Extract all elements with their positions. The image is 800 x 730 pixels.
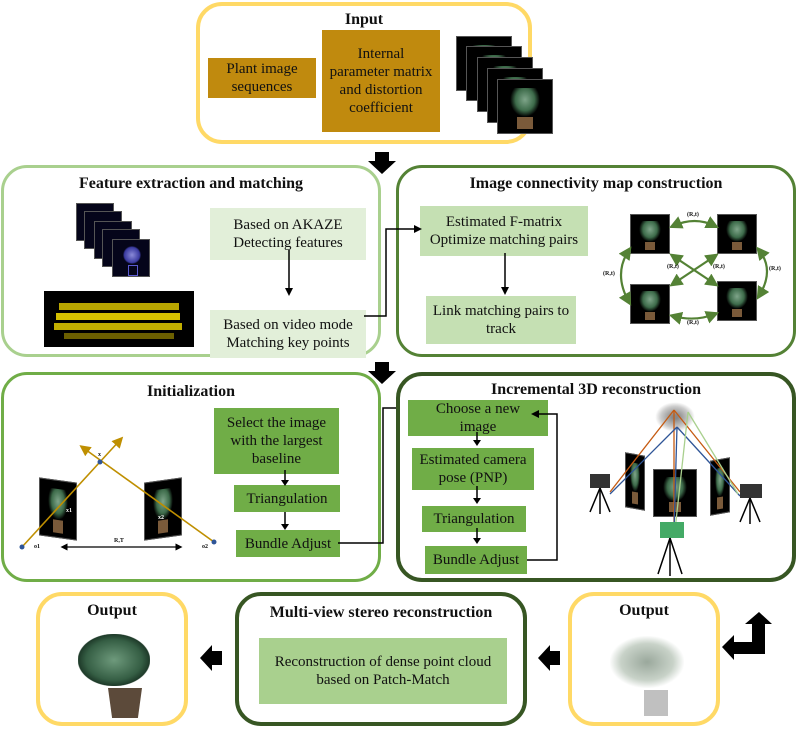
select-largest-baseline-box: Select the image with the largest baseli… <box>214 408 339 474</box>
edge-label: (R,t) <box>687 320 699 326</box>
connectivity-graph: (R,t) (R,t) (R,t) (R,t) (R,t) (R,t) <box>599 196 789 346</box>
camera-o1-label: o1 <box>34 544 40 550</box>
input-panel: Input Plant image sequences Internal par… <box>196 2 553 144</box>
sparse-output-panel: Output <box>568 592 720 726</box>
incremental-bundle-adjust-box: Bundle Adjust <box>425 546 527 574</box>
graph-node-image <box>717 214 757 254</box>
connectivity-title: Image connectivity map construction <box>469 175 723 192</box>
init-triangulation-box: Triangulation <box>234 485 340 512</box>
init-bundle-adjust-box: Bundle Adjust <box>236 530 340 557</box>
mvs-title: Multi-view stereo reconstruction <box>269 604 493 621</box>
f-matrix-box: Estimated F-matrix Optimize matching pai… <box>420 206 588 256</box>
plant-image-thumb <box>497 79 553 134</box>
init-flow-arrows <box>281 470 289 530</box>
incremental-flow-arrows <box>473 410 558 561</box>
feature-to-connectivity-connector <box>364 225 422 317</box>
projection-rays <box>589 409 762 576</box>
left-arrow-icon <box>538 645 560 671</box>
incremental-title: Incremental 3D reconstruction <box>490 381 702 398</box>
graph-edges <box>618 216 770 325</box>
choose-new-image-box: Choose a new image <box>408 400 548 436</box>
left-arrow-icon <box>200 645 222 671</box>
feature-thumb <box>112 239 150 277</box>
multi-camera-scene <box>580 402 780 577</box>
mvs-panel: Multi-view stereo reconstruction Reconst… <box>235 592 527 726</box>
point-x2-label: x2 <box>158 515 164 521</box>
graph-node-image <box>717 281 757 321</box>
link-tracks-box: Link matching pairs to track <box>426 296 576 344</box>
sparse-output-title: Output <box>619 602 669 619</box>
edge-label: (R,t) <box>687 212 699 218</box>
initialization-panel: Initialization x x1 x2 o1 o2 R,T S <box>1 372 381 582</box>
camera-o2-label: o2 <box>202 544 208 550</box>
camera-tripod-icon <box>739 484 762 524</box>
down-arrow-icon <box>368 152 396 174</box>
camera-tripod-icon <box>657 522 684 576</box>
edge-label: (R,t) <box>769 266 781 272</box>
final-output-panel: Output <box>36 592 188 726</box>
graph-node-image <box>630 214 670 254</box>
edge-label: (R,t) <box>603 271 615 277</box>
connectivity-panel: Image connectivity map construction Esti… <box>396 165 796 357</box>
input-title: Input <box>344 11 384 28</box>
video-mode-matching-box: Based on video mode Matching key points <box>210 310 366 358</box>
internal-parameter-box: Internal parameter matrix and distortion… <box>322 30 440 132</box>
patch-match-box: Reconstruction of dense point cloud base… <box>259 638 507 704</box>
dense-plant-model-image <box>74 632 154 722</box>
graph-node-image <box>630 284 670 324</box>
baseline-label: R,T <box>114 538 124 544</box>
feature-extraction-panel: Feature extraction and matching Based on… <box>1 165 381 358</box>
edge-label: (R,t) <box>713 264 725 270</box>
point-x1-label: x1 <box>66 508 72 514</box>
incremental-reconstruction-panel: Incremental 3D reconstruction Choose a n… <box>396 372 796 582</box>
estimate-camera-pose-box: Estimated camera pose (PNP) <box>412 448 534 490</box>
connectivity-flow-arrow <box>501 253 509 295</box>
triangulation-rays <box>19 436 217 551</box>
initialization-title: Initialization <box>146 383 235 400</box>
final-output-title: Output <box>87 602 137 619</box>
point-cloud-plant-image <box>604 632 690 722</box>
akaze-detect-box: Based on AKAZE Detecting features <box>210 208 366 260</box>
plant-image-sequences-box: Plant image sequences <box>208 58 316 98</box>
epipolar-geometry-diagram: x x1 x2 o1 o2 R,T <box>14 430 224 560</box>
turn-arrow-icon <box>722 612 772 660</box>
camera-tripod-icon <box>589 474 611 514</box>
down-arrow-icon <box>368 362 396 384</box>
feature-image-stack <box>76 203 156 283</box>
feature-extraction-title: Feature extraction and matching <box>78 175 304 192</box>
feature-matching-image <box>44 291 194 347</box>
point-x-label: x <box>98 452 101 458</box>
plant-image-stack <box>456 36 556 136</box>
edge-label: (R,t) <box>667 264 679 270</box>
feature-flow-arrow <box>285 250 293 296</box>
incremental-triangulation-box: Triangulation <box>422 506 526 532</box>
